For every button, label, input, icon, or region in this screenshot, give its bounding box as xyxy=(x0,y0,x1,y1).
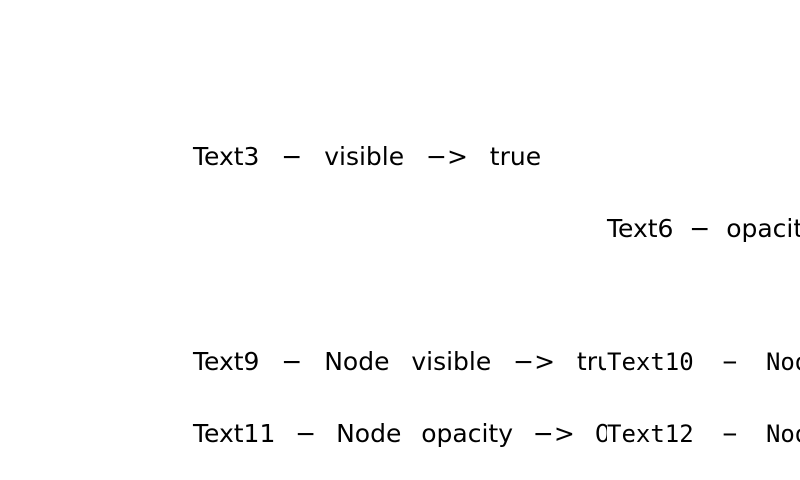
text-item-text10: Text10 − Node xyxy=(606,347,800,377)
text-item-text11: Text11 − Node opacity −> 0 xyxy=(193,419,611,448)
text-item-text9: Text9 − Node visible −> true xyxy=(193,347,629,376)
text-item-text6: Text6 − opacity xyxy=(607,214,800,244)
text-item-text3: Text3 − visible −> true xyxy=(193,142,542,171)
text-item-text12: Text12 − Node xyxy=(607,419,800,449)
